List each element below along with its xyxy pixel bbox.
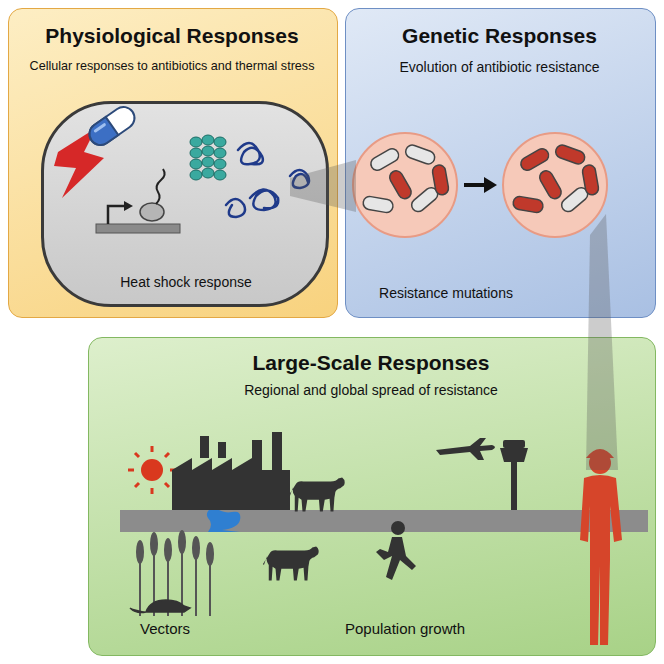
wheat-ears	[136, 530, 214, 566]
panel-text: Regional and global spread of resistance	[99, 382, 643, 399]
bacteria-population	[353, 133, 607, 237]
factory	[172, 432, 290, 510]
panel: Physiological ResponsesCellular response…	[8, 8, 338, 318]
gene-promoter	[96, 169, 180, 233]
worker	[580, 449, 622, 645]
panel-text: Heat shock response	[64, 274, 308, 291]
panel-text: Evolution of antibiotic resistance	[356, 59, 643, 76]
panel: Large-Scale ResponsesRegional and global…	[88, 337, 656, 656]
panel: Genetic ResponsesEvolution of antibiotic…	[345, 8, 656, 318]
rat	[130, 600, 190, 613]
scene-label: Vectors	[110, 620, 220, 638]
scene-label: Population growth	[330, 620, 480, 638]
misfolded-proteins	[226, 143, 309, 217]
airport	[436, 438, 528, 510]
panel-text: Cellular responses to antibiotics and th…	[19, 59, 325, 74]
panel-title: Large-Scale Responses	[99, 350, 643, 375]
sun	[128, 446, 176, 494]
panel-title: Physiological Responses	[19, 23, 325, 48]
running-child	[376, 521, 416, 580]
wheat	[140, 538, 210, 616]
landscape	[120, 432, 648, 645]
cell: Heat shock response	[41, 101, 329, 307]
lightning-bolt	[54, 128, 104, 198]
antibiotic-capsule	[85, 103, 139, 150]
chaperone	[190, 135, 226, 180]
zoom-wedge	[290, 160, 618, 470]
panel-title: Genetic Responses	[356, 23, 643, 48]
panel-text: Resistance mutations	[356, 285, 536, 302]
